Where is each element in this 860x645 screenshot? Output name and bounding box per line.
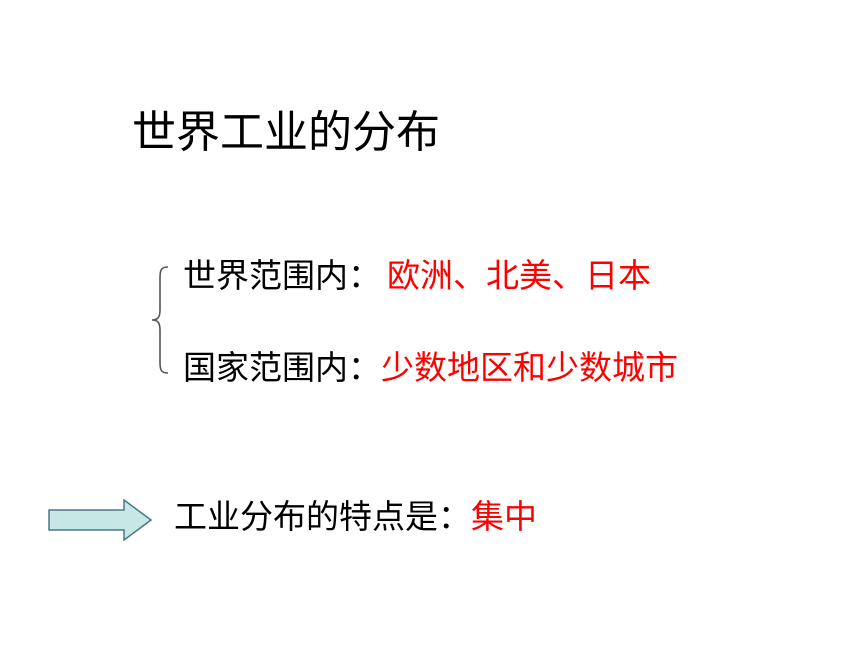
page-title: 世界工业的分布: [132, 107, 440, 158]
country-scope-value: 少数地区和少数城市: [381, 348, 678, 387]
country-scope-line: 国家范围内：少数地区和少数城市: [183, 346, 678, 390]
right-arrow-icon: [48, 499, 152, 541]
feature-label: 工业分布的特点是：: [174, 497, 471, 536]
world-scope-line: 世界范围内：欧洲、北美、日本: [183, 254, 651, 298]
feature-line: 工业分布的特点是：集中: [174, 495, 537, 539]
country-scope-label: 国家范围内：: [183, 348, 381, 387]
world-scope-value: 欧洲、北美、日本: [387, 256, 651, 295]
left-curly-brace-icon: [151, 266, 169, 374]
feature-value: 集中: [471, 497, 537, 536]
world-scope-label: 世界范围内：: [183, 256, 381, 295]
